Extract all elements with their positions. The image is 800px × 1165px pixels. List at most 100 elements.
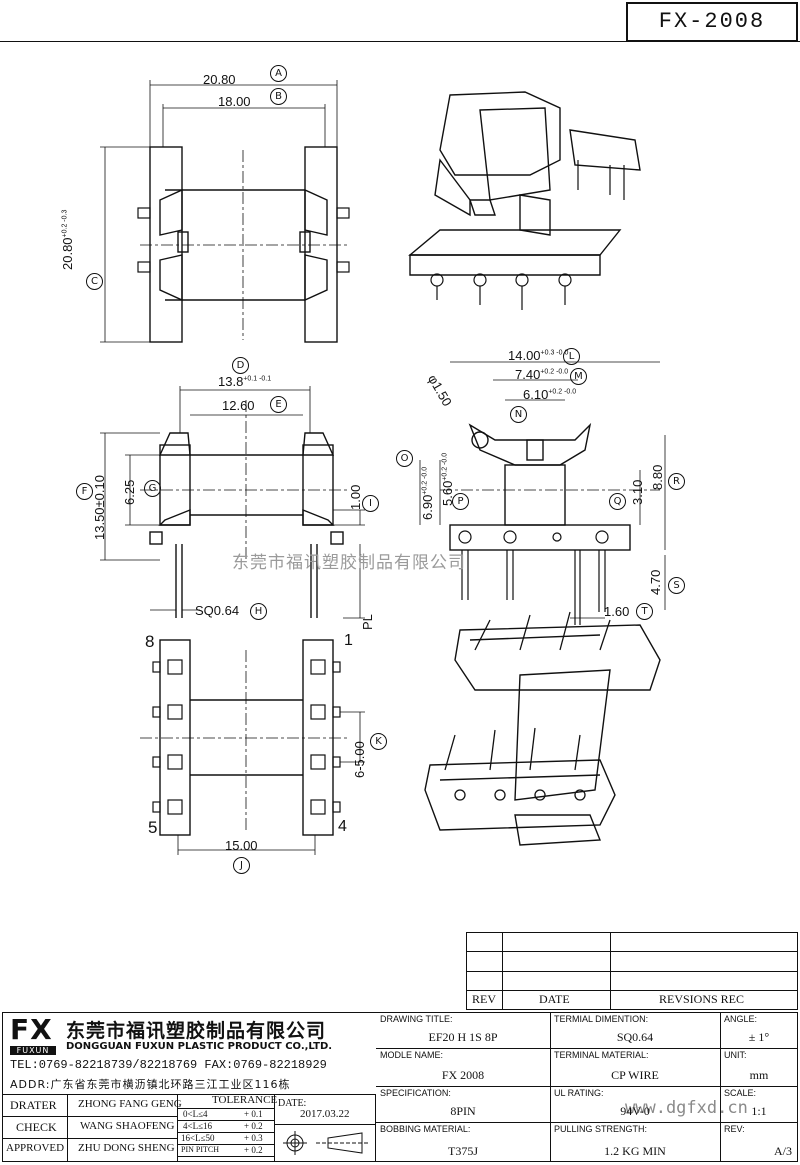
tol-range-3: PIN PITCH <box>181 1145 220 1154</box>
dim-d-tol: +0.1 -0.1 <box>243 375 272 383</box>
company-tel: TEL:0769-82218739/82218769 FAX:0769-8221… <box>10 1058 327 1072</box>
date-label: DATE: <box>278 1098 307 1109</box>
watermark-url: www.dgfxd.cn <box>625 1098 748 1118</box>
tol-line <box>177 1156 274 1157</box>
circle-l: L <box>563 348 580 365</box>
dim-l-tol: +0.3 -0.0 <box>540 349 569 357</box>
logo-sub: FUXUN <box>10 1046 56 1055</box>
dim-i: 1.00 <box>348 484 363 510</box>
dim-c: 20.80+0.2 -0.3 <box>60 210 75 270</box>
rev-col-line <box>502 933 503 1009</box>
dim-l: 14.00+0.3 -0.0 <box>508 348 568 363</box>
ul-value: 94V-0 <box>620 1104 650 1118</box>
dim-p-tol: +0.2 -0.0 <box>441 452 449 481</box>
circle-c: C <box>86 273 103 290</box>
model-label: MODLE NAME: <box>380 1050 444 1060</box>
circle-f: F <box>76 483 93 500</box>
company-addr: ADDR:广东省东莞市横沥镇北环路三江工业区116栋 <box>10 1078 291 1091</box>
tolerance-title: TOLERANCE <box>212 1094 278 1106</box>
people-row-line <box>2 1138 177 1139</box>
circle-n: N <box>510 406 527 423</box>
dim-n-tol: +0.2 -0.0 <box>548 388 577 396</box>
circle-p: P <box>452 493 469 510</box>
dim-g: 6.25 <box>122 479 137 505</box>
tol-range-0: 0<L≤4 <box>183 1109 208 1119</box>
dim-j: 15.00 <box>225 838 258 853</box>
circle-b: B <box>270 88 287 105</box>
pin-1: 1 <box>344 632 353 649</box>
bobbin-cell: BOBBING MATERIAL: T375J <box>376 1122 550 1162</box>
frame-line <box>0 41 800 42</box>
unit-label: UNIT: <box>724 1050 747 1060</box>
dim-s: 4.70 <box>648 569 663 595</box>
name-drater: ZHONG FANG GENG <box>78 1098 182 1110</box>
dim-d: 13.8+0.1 -0.1 <box>218 374 271 389</box>
date-line <box>274 1124 376 1125</box>
dim-q-value: 6.90 <box>420 494 435 520</box>
terminal-mat-label: TERMINAL MATERIAL: <box>554 1050 649 1060</box>
dim-h: SQ0.64 <box>195 603 240 618</box>
rev-grid-line <box>467 971 797 972</box>
terminal-dim-value: SQ0.64 <box>616 1030 654 1044</box>
name-approved: ZHU DONG SHENG <box>78 1142 175 1154</box>
tol-line <box>177 1144 274 1145</box>
model-cell: MODLE NAME: FX 2008 <box>376 1048 550 1086</box>
dim-b: 18.00 <box>218 94 251 109</box>
rev-col-line <box>610 933 611 1009</box>
ul-label: UL RATING: <box>554 1088 604 1098</box>
spec-row-line <box>376 1086 798 1087</box>
revision-table: REV DATE REVSIONS REC <box>466 932 798 1010</box>
watermark-text: 东莞市福讯塑胶制品有限公司 <box>232 553 466 573</box>
logo-text: FX <box>10 1013 53 1046</box>
dim-l-value: 14.00 <box>508 348 541 363</box>
circle-d: D <box>232 357 249 374</box>
circle-j: J <box>233 857 250 874</box>
tol-value-1: + 0.2 <box>244 1121 263 1131</box>
technical-drawing <box>100 80 666 855</box>
spec-value: 8PIN <box>450 1104 476 1118</box>
circle-k: K <box>370 733 387 750</box>
terminal-dim-label: TERMIAL DIMENTION: <box>554 1014 649 1024</box>
people-col-line <box>274 1094 275 1162</box>
dim-d-value: 13.8 <box>218 374 244 389</box>
dim-c-tol: +0.2 -0.3 <box>61 209 69 238</box>
scale-value: 1:1 <box>751 1104 767 1118</box>
bobbin-label: BOBBING MATERIAL: <box>380 1124 471 1134</box>
dim-m-tol: +0.2 -0.0 <box>540 368 569 376</box>
tol-value-3: + 0.2 <box>244 1145 263 1155</box>
rev-grid-line <box>467 990 797 991</box>
title-block <box>2 1012 798 1162</box>
pin-4: 4 <box>338 818 347 835</box>
unit-value: mm <box>749 1068 769 1082</box>
side-view <box>419 361 666 625</box>
rev-header-rev: REV <box>472 992 496 1006</box>
iso-view-top <box>408 91 641 310</box>
circle-m: M <box>570 368 587 385</box>
front-view <box>100 386 365 619</box>
rev-header-date: DATE <box>539 992 570 1006</box>
terminal-dim-cell: TERMIAL DIMENTION: SQ0.64 <box>550 1012 720 1048</box>
circle-h: H <box>250 603 267 620</box>
circle-t: T <box>636 603 653 620</box>
angle-value: ± 1° <box>748 1030 770 1044</box>
rev-cell: REV: A/3 <box>720 1122 798 1162</box>
spec-label: SPECIFICATION: <box>380 1088 451 1098</box>
angle-label: ANGLE: <box>724 1014 758 1024</box>
date-value: 2017.03.22 <box>300 1108 350 1120</box>
divider <box>2 1094 376 1095</box>
rev-header-rec: REVSIONS REC <box>659 992 745 1006</box>
company-logo: FX FUXUN <box>10 1016 62 1056</box>
dim-e: 12.60 <box>222 398 255 413</box>
dim-m-value: 7.40 <box>515 367 541 382</box>
dim-a: 20.80 <box>203 72 236 87</box>
rev-value: A/3 <box>774 1144 792 1158</box>
spec-grid: DRAWING TITLE: EF20 H 1S 8P TERMIAL DIME… <box>376 1012 798 1162</box>
spec-row-line <box>376 1122 798 1123</box>
spec-col-line <box>720 1012 721 1162</box>
bottom-view <box>140 639 365 855</box>
dim-pl: PL <box>360 614 375 630</box>
circle-e: E <box>270 396 287 413</box>
tol-range-1: 4<L≤16 <box>183 1121 213 1131</box>
dim-c-value: 20.80 <box>60 237 75 270</box>
dim-k: 6-5.00 <box>352 741 367 778</box>
